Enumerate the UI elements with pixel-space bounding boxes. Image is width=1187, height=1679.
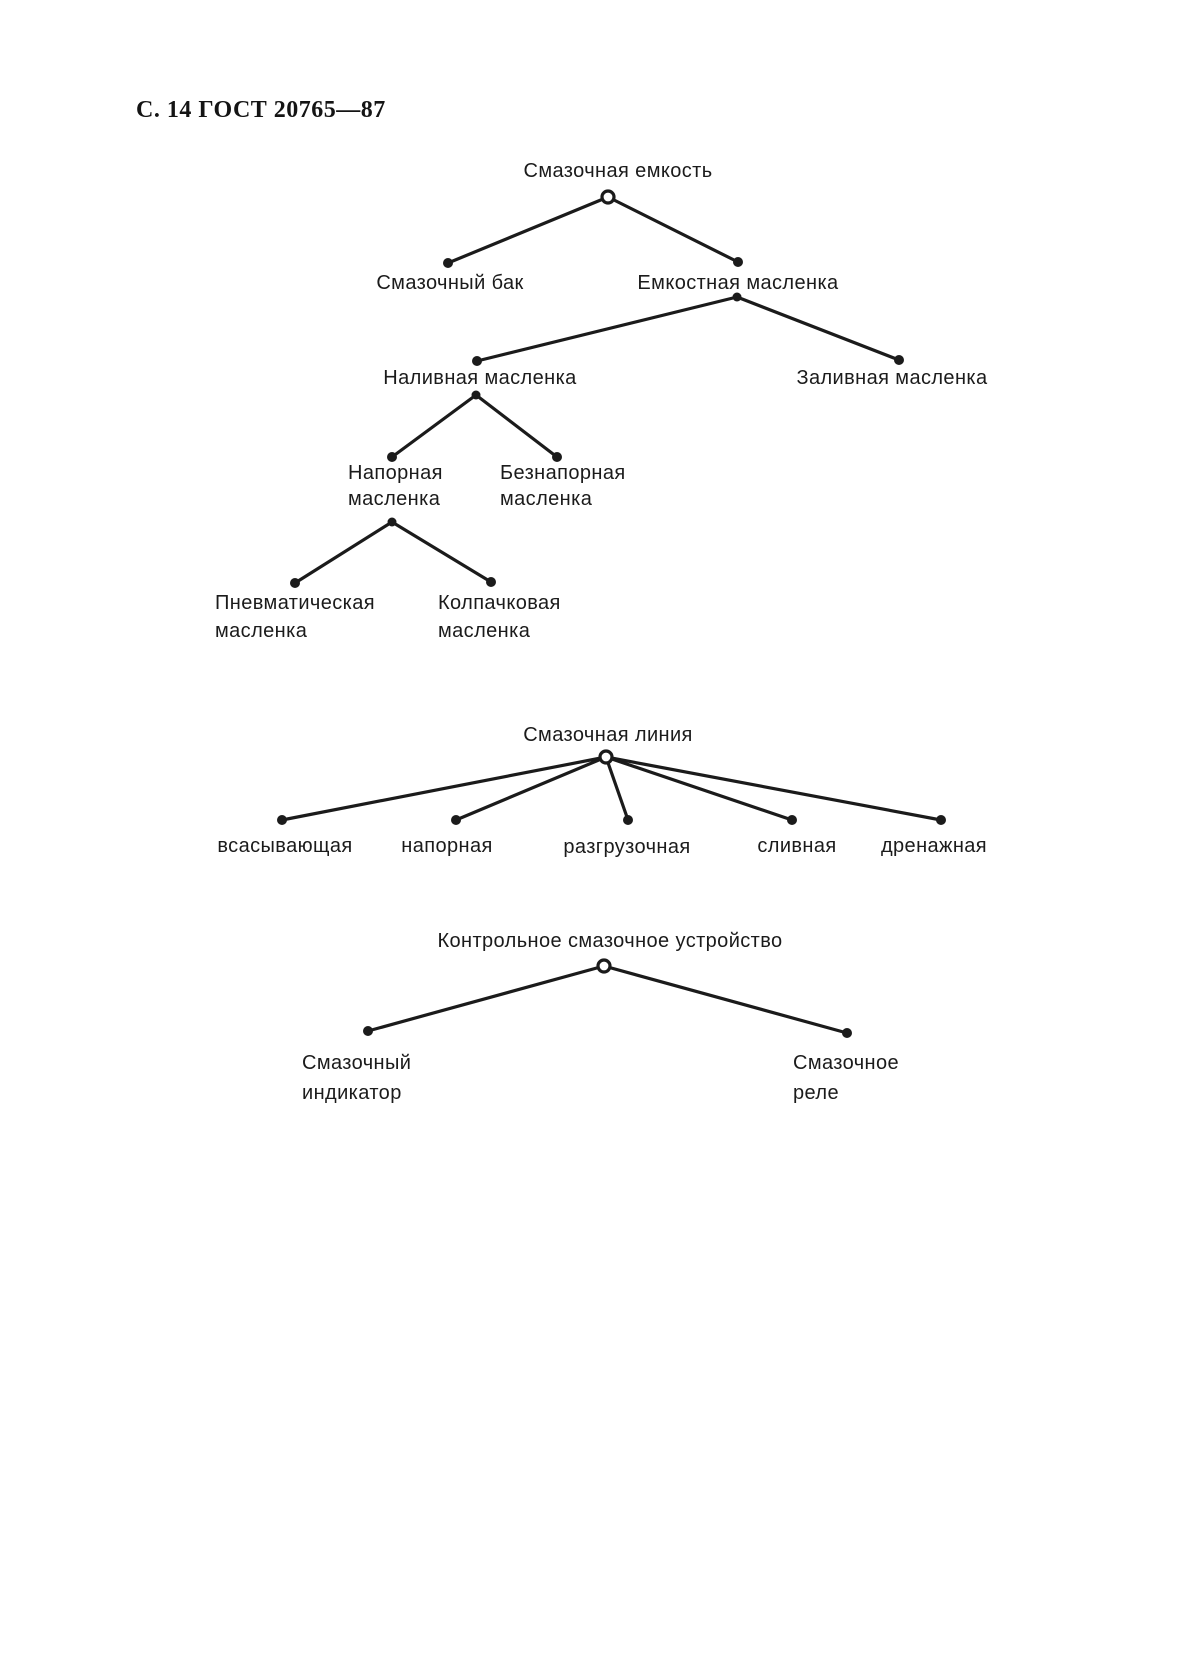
edge (602, 964, 849, 1035)
root-node-circle (600, 189, 616, 205)
label-line: Напорная (348, 462, 443, 484)
edge (604, 755, 630, 822)
edge (474, 393, 559, 459)
edge (454, 755, 608, 822)
label-line: Смазочный (302, 1052, 412, 1074)
edge (475, 295, 739, 363)
node-label-pressure-oiler: Напорная масленка (348, 460, 443, 512)
label-line: масленка (348, 488, 441, 510)
node-dot (472, 356, 482, 366)
tree1-lubrication-capacity (290, 189, 904, 588)
label-line: масленка (500, 488, 593, 510)
edge (604, 755, 794, 822)
label-line: индикатор (302, 1082, 402, 1104)
node-label-pneumatic-oiler: Пневматическая масленка (215, 589, 375, 645)
edge (606, 195, 740, 264)
label-line: масленка (438, 620, 531, 642)
node-dot (787, 815, 797, 825)
node-label-lubrication-relay: Смазочное реле (793, 1048, 899, 1108)
edge (446, 195, 610, 265)
label-line: Колпачковая (438, 592, 561, 614)
node-label-pressure-line: напорная (401, 835, 493, 857)
label-line: реле (793, 1082, 839, 1104)
node-dot (936, 815, 946, 825)
root-node-circle (598, 749, 614, 765)
edge (280, 755, 608, 822)
node-label-lubrication-tank: Смазочный бак (376, 272, 524, 294)
node-label-unloading-line: разгрузочная (563, 836, 691, 858)
edge (366, 964, 606, 1033)
node-dot (471, 390, 481, 400)
node-label-drainage-line: дренажная (880, 835, 988, 857)
edge (390, 520, 493, 584)
node-dot (842, 1028, 852, 1038)
node-label-fill-oiler: Заливная масленка (796, 367, 988, 389)
node-dot (623, 815, 633, 825)
label-line: масленка (215, 620, 308, 642)
tree3-control-lubrication-device (363, 958, 852, 1038)
label-line: Пневматическая (215, 592, 375, 614)
node-dot (733, 257, 743, 267)
page-header: С. 14 ГОСТ 20765—87 (136, 97, 386, 123)
tree3-root-label: Контрольное смазочное устройство (437, 930, 783, 952)
root-node-circle (596, 958, 612, 974)
node-dot (363, 1026, 373, 1036)
node-dot (894, 355, 904, 365)
node-dot (552, 452, 562, 462)
node-label-lubrication-indicator: Смазочный индикатор (302, 1048, 411, 1108)
node-dot (443, 258, 453, 268)
label-line: Смазочное (793, 1052, 900, 1074)
node-label-capacity-oiler: Емкостная масленка (637, 272, 839, 294)
node-label-drain-line: сливная (757, 835, 837, 857)
tree2-lubrication-line (277, 749, 946, 825)
edge (390, 393, 478, 459)
node-label-nonpressure-oiler: Безнапорная масленка (500, 460, 626, 512)
node-dot (290, 578, 300, 588)
tree2-root-label: Смазочная линия (523, 724, 693, 746)
edge (604, 755, 943, 822)
node-dot (387, 517, 397, 527)
label-line: Безнапорная (500, 462, 626, 484)
edge (735, 295, 901, 362)
node-dot (732, 292, 742, 302)
node-label-cap-oiler: Колпачковая масленка (438, 589, 561, 645)
node-label-suction-line: всасывающая (217, 835, 353, 857)
node-dot (387, 452, 397, 462)
node-dot (451, 815, 461, 825)
tree1-root-label: Смазочная емкость (523, 160, 713, 182)
edge (293, 520, 394, 585)
node-dot (277, 815, 287, 825)
node-label-pour-oiler: Наливная масленка (383, 367, 577, 389)
node-dot (486, 577, 496, 587)
